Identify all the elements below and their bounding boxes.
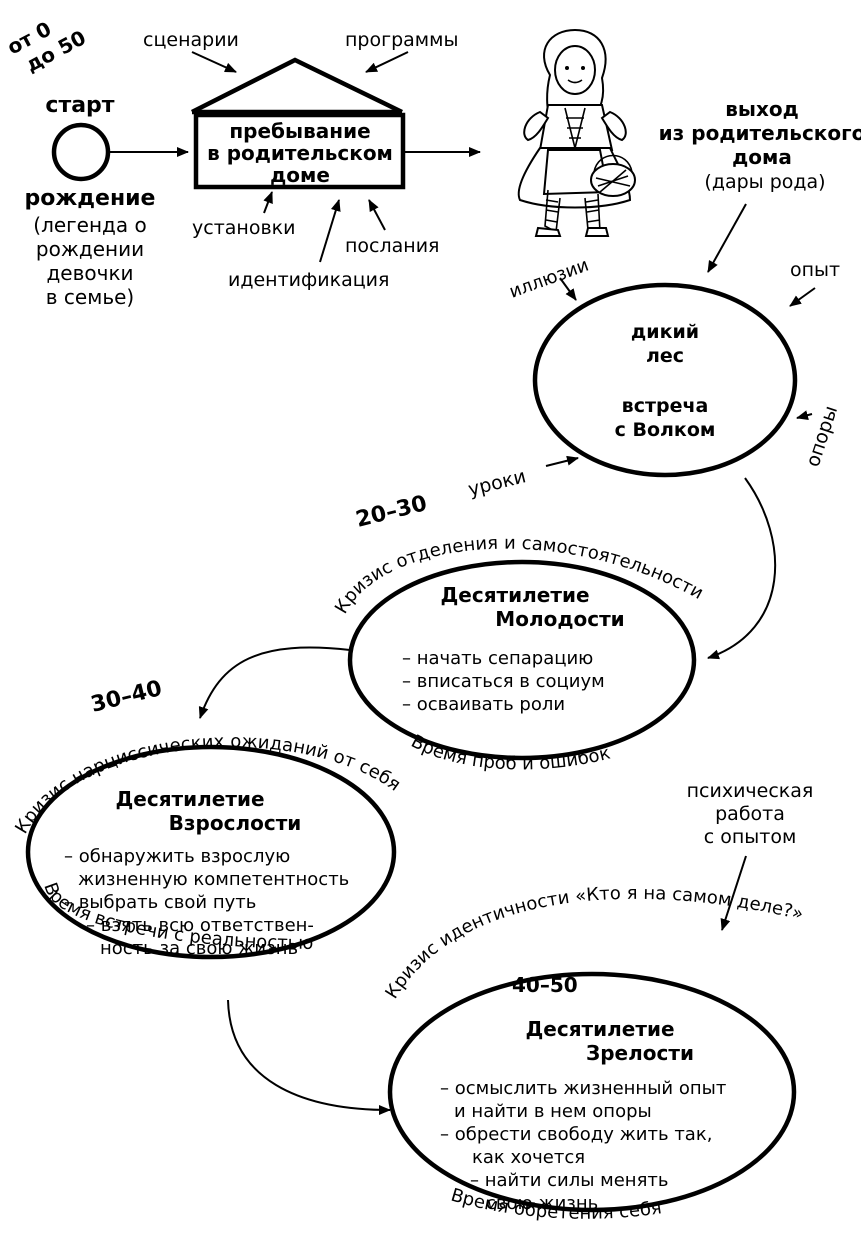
youth-title1: Десятилетие [440, 583, 589, 607]
exit-line2: из родительского [659, 121, 861, 145]
adult-item2: жизненную компетентность [78, 869, 349, 890]
arrow-programs [365, 51, 409, 73]
arrow-identification [319, 199, 341, 263]
youth-age: 20–30 [353, 491, 429, 533]
adult-title2: Взрослости [169, 811, 302, 835]
arrow-supports [796, 410, 813, 420]
youth-time-path: Время проб и ошибок [408, 731, 613, 775]
birth-label: рождение [25, 186, 156, 211]
mature-crisis: Кризис идентичности «Кто я на самом деле… [381, 883, 805, 1003]
age-range-label: от 0 до 50 [3, 17, 90, 77]
home-title-line1: пребывание [229, 119, 370, 143]
illusions-label: иллюзии [507, 255, 592, 303]
start-circle [51, 122, 111, 182]
identification-label: идентификация [228, 269, 389, 291]
experience-label: опыт [790, 259, 840, 281]
mature-item2: и найти в нем опоры [454, 1101, 652, 1122]
exit-line3: дома [732, 145, 792, 169]
arrow-adult-to-mature [227, 999, 391, 1115]
arrow-lessons [545, 455, 579, 467]
arrow-illusions [559, 277, 577, 301]
youth-item3: – осваивать роли [402, 694, 565, 715]
adult-ellipse [25, 744, 397, 960]
forest-line4: с Волком [615, 419, 716, 441]
arrow-youth-to-adult [198, 646, 351, 719]
arrow-experience [789, 287, 816, 307]
mature-title1: Десятилетие [525, 1017, 674, 1041]
forest-line2: лес [646, 345, 684, 367]
exit-gifts: (дары рода) [704, 171, 825, 193]
home-title-line2: в родительском [207, 141, 393, 165]
birth-legend-line2: рождении [36, 237, 144, 261]
birth-legend-line1: (легенда о [33, 213, 146, 237]
forest-line1: дикий [631, 321, 699, 343]
mature-item6: свою жизнь [486, 1193, 598, 1214]
mature-item3: – обрести свободу жить так, [440, 1124, 712, 1145]
forest-line3: встреча [622, 395, 709, 417]
girl-illustration [517, 28, 636, 237]
start-label: старт [45, 93, 114, 118]
adult-age: 30–40 [88, 676, 164, 718]
birth-legend-line4: в семье) [46, 285, 134, 309]
messages-label: послания [345, 235, 439, 257]
arrow-forest-to-youth [707, 477, 777, 660]
youth-time: Время проб и ошибок [408, 731, 613, 775]
arrow-messages [368, 199, 386, 231]
mature-work-line2: работа [715, 803, 785, 825]
adult-item5: ность за свою жизнь [100, 938, 298, 959]
mature-item5: – найти силы менять [470, 1170, 669, 1191]
mature-ellipse [387, 971, 797, 1213]
mature-title2: Зрелости [586, 1041, 694, 1065]
attitudes-label: установки [192, 217, 295, 239]
adult-item4: – взять всю ответствен- [86, 915, 314, 936]
scenarios-label: сценарии [143, 29, 239, 51]
birth-legend-line3: девочки [46, 261, 133, 285]
mature-work-line3: с опытом [704, 826, 797, 848]
youth-item2: – вписаться в социум [402, 671, 605, 692]
arrow-exit-to-forest [707, 203, 747, 273]
mature-crisis-path: Кризис идентичности «Кто я на самом деле… [381, 883, 805, 1003]
forest-ellipse [532, 282, 798, 478]
lessons-label: уроки [466, 465, 528, 501]
arrow-work-to-maturity [720, 855, 747, 931]
adult-title1: Десятилетие [115, 787, 264, 811]
youth-item1: – начать сепарацию [402, 648, 593, 669]
youth-title2: Молодости [495, 607, 624, 631]
arrow-attitudes [263, 191, 273, 214]
mature-work-line1: психическая [687, 780, 814, 802]
mature-item4: как хочется [472, 1147, 585, 1168]
programs-label: программы [345, 29, 458, 51]
home-box [193, 112, 406, 190]
supports-label: опоры [802, 403, 842, 469]
arrow-scenarios [191, 51, 237, 73]
adult-item3: – выбрать свой путь [64, 892, 256, 913]
home-title-line3: доме [270, 163, 330, 187]
mature-item1: – осмыслить жизненный опыт [440, 1078, 726, 1099]
home-roof [190, 57, 403, 115]
exit-line1: выход [725, 97, 799, 121]
youth-ellipse [347, 559, 697, 761]
adult-item1: – обнаружить взрослую [64, 846, 290, 867]
